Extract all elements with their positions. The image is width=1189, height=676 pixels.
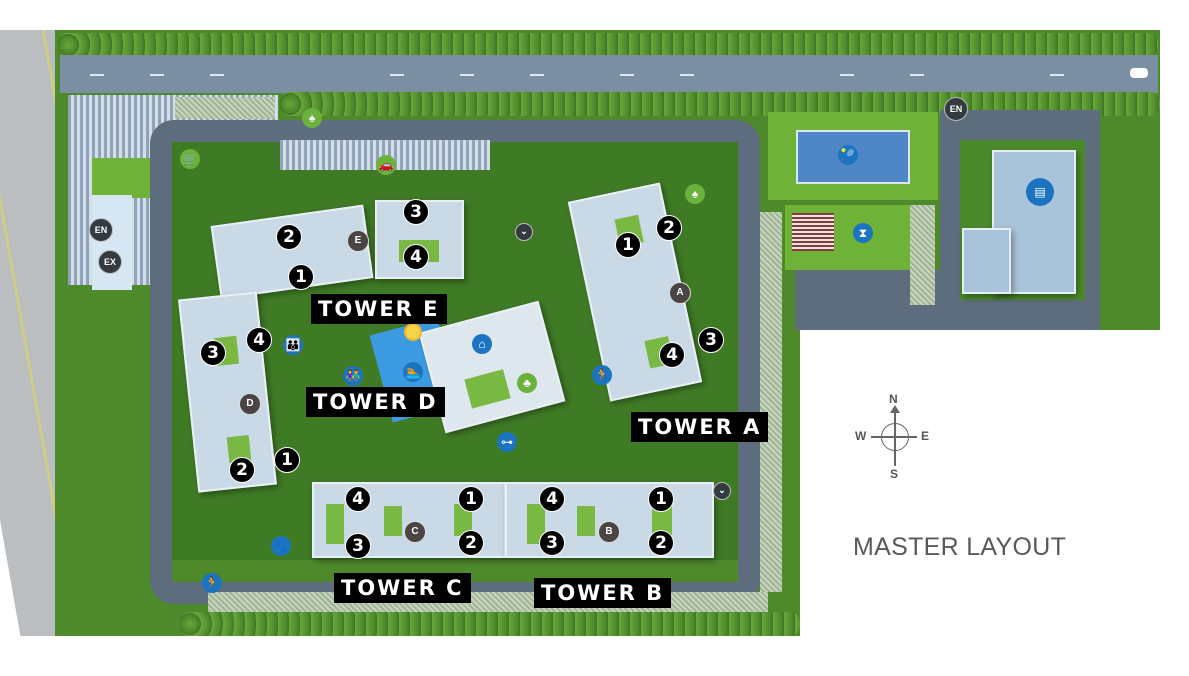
tree-line-bottom (180, 612, 800, 636)
compass-rose: N W E S (855, 392, 935, 482)
tower-d-unit-2: 2 (229, 457, 255, 483)
tower-e-unit-1: 1 (288, 264, 314, 290)
fountain-icon: ♣ (517, 373, 537, 393)
tower-b-unit-1: 1 (648, 486, 674, 512)
tower-b-unit-4: 4 (539, 486, 565, 512)
ramp-chevron-icon: ⌄ (515, 223, 533, 241)
tower-a-label: TOWER A (631, 412, 769, 442)
swimming-icon: 🏊 (403, 362, 423, 382)
page-title: MASTER LAYOUT (853, 533, 1067, 561)
tower-a-unit-4: 4 (659, 342, 685, 368)
family-icon: 👫 (343, 366, 363, 386)
parking-east (760, 212, 782, 592)
entry-gate-right: EN (944, 97, 968, 121)
tower-c-label: TOWER C (334, 573, 471, 603)
exit-gate-left: EX (98, 250, 122, 274)
gate-house (92, 195, 132, 290)
clubhouse-wing (962, 228, 1011, 294)
tower-a-unit-1: 1 (615, 232, 641, 258)
tower-b-label: TOWER B (534, 578, 672, 608)
entry-gate-left: EN (89, 218, 113, 242)
tower-c-unit-2: 2 (458, 530, 484, 556)
empty-area-bottom (0, 636, 1189, 676)
tower-e-label: TOWER E (311, 294, 447, 324)
tennis-icon: 🎾 (838, 145, 858, 165)
clubhouse-icon: ▤ (1026, 178, 1054, 206)
tower-a-unit-2: 2 (656, 215, 682, 241)
inner-ring-road (150, 120, 760, 604)
tower-c-unit-1: 1 (458, 486, 484, 512)
gym-icon: ⊶ (497, 432, 517, 452)
parking-right (910, 205, 935, 305)
tower-d-label: TOWER D (306, 387, 445, 417)
pavilion (792, 213, 834, 251)
tower-d-unit-3: 3 (200, 340, 226, 366)
tree-icon: ♠ (302, 108, 322, 128)
tower-c-unit-3: 3 (345, 533, 371, 559)
tower-d-unit-1: 1 (274, 447, 300, 473)
tower-b-unit-3: 3 (539, 530, 565, 556)
sun-deck-marker (404, 323, 422, 341)
ramp-chevron-icon-2: ⌄ (713, 482, 731, 500)
pet-park-icon: 🐾 (271, 536, 291, 556)
tree-line-top (58, 33, 1158, 57)
compass-east: E (921, 429, 930, 443)
tower-e-badge: E (347, 230, 369, 252)
tower-a-unit-3: 3 (698, 327, 724, 353)
tower-c-unit-4: 4 (345, 486, 371, 512)
tower-b-badge: B (598, 521, 620, 543)
tower-c-badge: C (404, 521, 426, 543)
home-icon: ⌂ (472, 334, 492, 354)
tower-e-unit-4: 4 (403, 244, 429, 270)
tower-d-unit-4: 4 (246, 327, 272, 353)
compass-south: S (890, 467, 899, 481)
lawn-strip (92, 158, 154, 198)
compass-west: W (855, 429, 867, 443)
parking-bottom (208, 592, 768, 614)
hourglass-icon: ⧗ (853, 223, 873, 243)
car (1130, 68, 1148, 78)
tower-e-unit-2: 2 (276, 224, 302, 250)
compass-north: N (889, 392, 898, 406)
tower-e-unit-3: 3 (403, 199, 429, 225)
tower-a-badge: A (669, 282, 691, 304)
parking-top-left (175, 97, 275, 119)
jogging-track-icon: 🏃 (202, 573, 222, 593)
tower-b-building (505, 482, 714, 558)
tree-icon-2: ♠ (685, 184, 705, 204)
kids-play-icon: 👪 (283, 335, 303, 355)
empty-area (800, 330, 1189, 676)
perimeter-road-top (60, 55, 1158, 93)
tower-d-badge: D (239, 393, 261, 415)
jogging-icon: 🏃 (592, 365, 612, 385)
tower-b-unit-2: 2 (648, 530, 674, 556)
car-icon: 🚗 (376, 155, 396, 175)
shop-cart-icon: 🛒 (180, 149, 200, 169)
